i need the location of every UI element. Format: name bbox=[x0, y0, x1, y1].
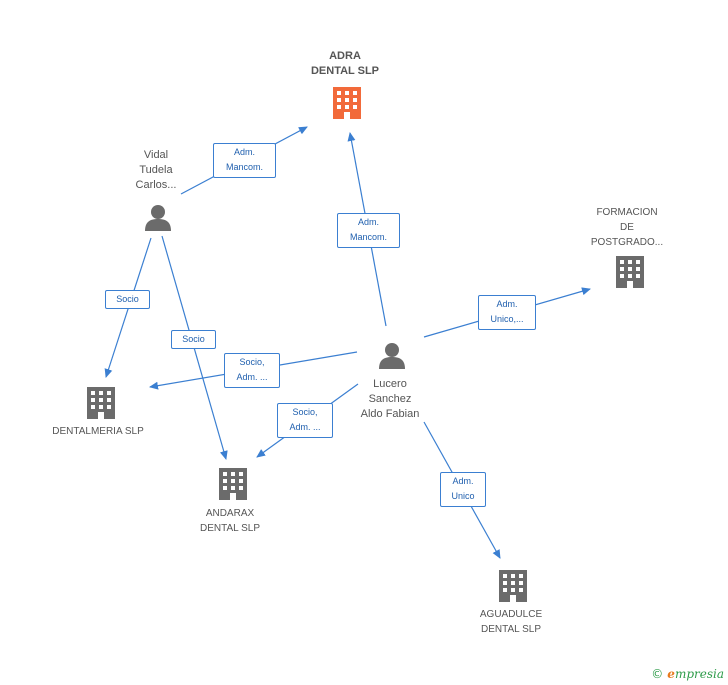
label-line: DENTALMERIA SLP bbox=[52, 426, 144, 437]
label-line: Sanchez bbox=[368, 393, 412, 405]
node-label-andarax[interactable]: ANDARAX DENTAL SLP bbox=[180, 506, 280, 536]
label-line: ANDARAX bbox=[205, 508, 255, 519]
edge-label-lucero-andarax[interactable]: Socio, Adm. ... bbox=[277, 403, 333, 438]
edge-label-line: Adm. bbox=[496, 299, 518, 309]
label-line: DENTAL SLP bbox=[310, 65, 380, 77]
label-line: ADRA bbox=[329, 50, 361, 62]
edge-label-vidal-dentalmeria[interactable]: Socio bbox=[105, 290, 150, 309]
edge-label-line: Socio, bbox=[239, 357, 265, 367]
edge-label-line: Mancom. bbox=[349, 232, 387, 242]
label-line: Lucero bbox=[373, 378, 407, 390]
edge-label-line: Unico bbox=[451, 491, 475, 501]
edge-label-lucero-formacion[interactable]: Adm. Unico,... bbox=[478, 295, 536, 330]
node-label-dentalmeria[interactable]: DENTALMERIA SLP bbox=[38, 424, 158, 439]
edge-label-line: Adm. ... bbox=[289, 422, 321, 432]
building-icon[interactable] bbox=[499, 570, 527, 602]
building-icon[interactable] bbox=[616, 256, 644, 288]
label-line: FORMACION bbox=[596, 207, 658, 218]
label-line: Vidal bbox=[143, 149, 169, 161]
edge-label-line: Adm. bbox=[233, 147, 255, 157]
building-icon[interactable] bbox=[87, 387, 115, 419]
edge-label-vidal-adra[interactable]: Adm. Mancom. bbox=[213, 143, 276, 178]
edge-label-line: Mancom. bbox=[225, 162, 263, 172]
node-label-adra[interactable]: ADRA DENTAL SLP bbox=[290, 49, 400, 79]
node-label-lucero[interactable]: Lucero Sanchez Aldo Fabian bbox=[340, 377, 440, 422]
label-line: Aldo Fabian bbox=[360, 408, 420, 420]
edge-label-line: Unico,... bbox=[490, 314, 524, 324]
edge-label-lucero-dentalmeria[interactable]: Socio, Adm. ... bbox=[224, 353, 280, 388]
brand-logo-e: e bbox=[667, 667, 675, 681]
label-line: POSTGRADO... bbox=[590, 237, 664, 248]
edge-label-line: Socio bbox=[116, 294, 139, 304]
person-icon[interactable] bbox=[379, 343, 405, 369]
brand-logo-text: mpresia bbox=[674, 667, 724, 681]
edge-label-line: Socio, bbox=[292, 407, 318, 417]
edge-label-line: Adm. ... bbox=[236, 372, 268, 382]
node-label-formacion[interactable]: FORMACION DE POSTGRADO... bbox=[577, 205, 677, 250]
node-label-vidal[interactable]: Vidal Tudela Carlos... bbox=[106, 148, 206, 193]
edge-label-line: Socio bbox=[182, 334, 205, 344]
node-label-aguadulce[interactable]: AGUADULCE DENTAL SLP bbox=[461, 607, 561, 637]
person-icon[interactable] bbox=[145, 205, 171, 231]
edge-label-vidal-andarax[interactable]: Socio bbox=[171, 330, 216, 349]
label-line: DENTAL SLP bbox=[199, 523, 261, 534]
building-icon[interactable] bbox=[219, 468, 247, 500]
edge-label-lucero-adra[interactable]: Adm. Mancom. bbox=[337, 213, 400, 248]
label-line: DENTAL SLP bbox=[480, 624, 542, 635]
copyright-icon: © bbox=[651, 667, 664, 681]
building-icon[interactable] bbox=[333, 87, 361, 119]
brand-footer[interactable]: ©empresia bbox=[651, 667, 724, 681]
edge-label-line: Adm. bbox=[357, 217, 379, 227]
edge-label-line: Adm. bbox=[452, 476, 474, 486]
label-line: Tudela bbox=[139, 164, 173, 176]
edge-label-lucero-aguadulce[interactable]: Adm. Unico bbox=[440, 472, 486, 507]
label-line: DE bbox=[620, 222, 634, 233]
label-line: AGUADULCE bbox=[479, 609, 543, 620]
label-line: Carlos... bbox=[135, 179, 177, 191]
